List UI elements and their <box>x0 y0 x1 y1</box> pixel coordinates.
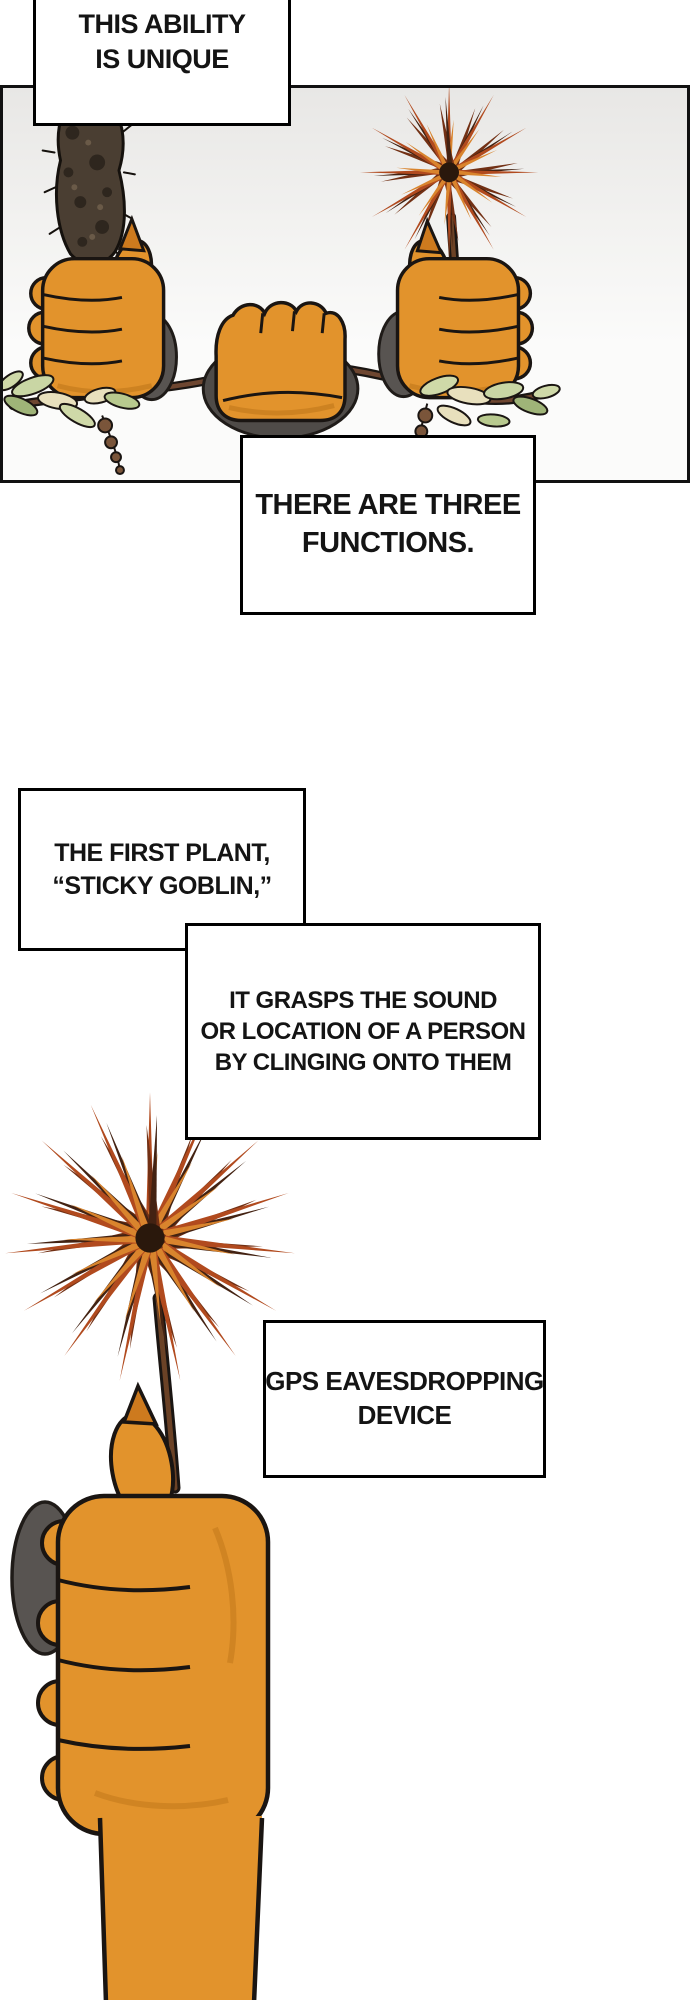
leaf-cluster-left <box>3 370 141 429</box>
right-hand-fist <box>395 216 535 400</box>
left-hand-fist <box>27 214 166 400</box>
caption-three-functions: THERE ARE THREE FUNCTIONS. <box>240 435 536 615</box>
bead-string-left <box>97 415 125 476</box>
caption-ability-unique: THIS ABILITY IS UNIQUE <box>33 0 291 126</box>
caption-line: FUNCTIONS. <box>301 527 475 559</box>
caption-gps-device: GPS EAVESDROPPING DEVICE <box>263 1320 546 1478</box>
panel-three-plants <box>0 85 690 483</box>
caption-line: THE FIRST PLANT, <box>54 839 270 867</box>
caption-grasps-function: IT GRASPS THE SOUND OR LOCATION OF A PER… <box>185 923 541 1140</box>
caption-line: OR LOCATION OF A PERSON <box>200 1017 526 1045</box>
caption-line: GPS EAVESDROPPING <box>265 1366 544 1397</box>
sticky-goblin-plant-illustration <box>0 1088 307 2000</box>
caption-line: THERE ARE THREE <box>255 489 521 522</box>
caption-line: “STICKY GOBLIN,” <box>52 871 272 900</box>
panel-artwork <box>3 88 561 476</box>
caption-line: IS UNIQUE <box>95 44 229 75</box>
center-fist <box>214 300 347 423</box>
caption-line: DEVICE <box>357 1400 452 1430</box>
bottom-hand-fist <box>36 1381 271 2000</box>
leaf-cluster-right <box>419 374 561 428</box>
caption-line: THIS ABILITY <box>78 9 247 39</box>
caption-line: BY CLINGING ONTO THEM <box>214 1049 512 1077</box>
caption-line: IT GRASPS THE SOUND <box>229 986 497 1014</box>
